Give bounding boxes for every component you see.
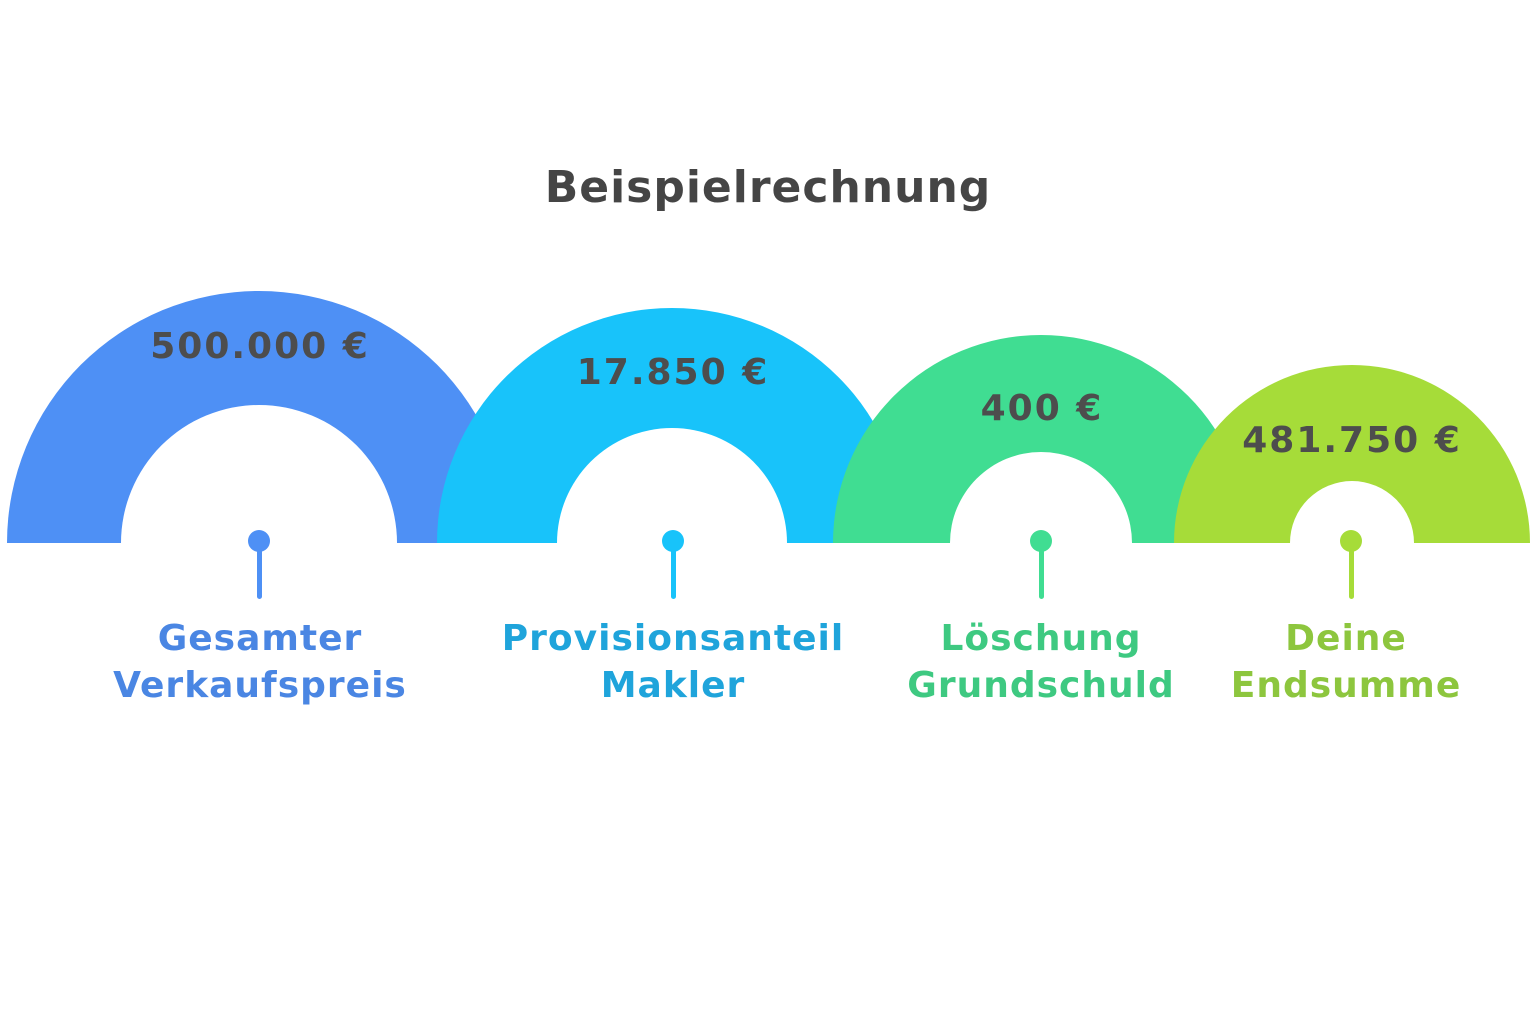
page-title: Beispielrechnung — [544, 162, 992, 213]
caption-line-1: Provisionsanteil — [501, 618, 845, 659]
value-label-provisionsanteil-makler: 17.850 € — [576, 352, 770, 393]
caption-line-2: Endsumme — [1230, 665, 1462, 706]
pin-dot — [248, 530, 270, 552]
arch-inner-cutout — [557, 428, 787, 543]
arch-caption-loeschung-grundschuld: Löschung Grundschuld — [811, 615, 1271, 709]
arch-caption-gesamter-verkaufspreis: Gesamter Verkaufspreis — [30, 615, 490, 709]
arch-caption-deine-endsumme: Deine Endsumme — [1116, 615, 1536, 709]
pin-stem — [1039, 545, 1044, 599]
arch-inner-cutout — [121, 405, 397, 543]
value-label-loeschung-grundschuld: 400 € — [980, 388, 1104, 429]
caption-line-1: Löschung — [940, 618, 1142, 659]
caption-line-2: Grundschuld — [907, 665, 1175, 706]
caption-line-1: Deine — [1285, 618, 1407, 659]
caption-line-1: Gesamter — [157, 618, 363, 659]
pin-dot — [662, 530, 684, 552]
caption-line-2: Makler — [600, 665, 746, 706]
pin-stem — [671, 545, 676, 599]
value-label-deine-endsumme: 481.750 € — [1242, 420, 1462, 461]
value-label-gesamter-verkaufspreis: 500.000 € — [150, 326, 370, 367]
arch-caption-provisionsanteil-makler: Provisionsanteil Makler — [443, 615, 903, 709]
pin-stem — [257, 545, 262, 599]
caption-line-2: Verkaufspreis — [113, 665, 407, 706]
pin-dot — [1030, 530, 1052, 552]
pin-stem — [1349, 545, 1354, 599]
pin-dot — [1340, 530, 1362, 552]
